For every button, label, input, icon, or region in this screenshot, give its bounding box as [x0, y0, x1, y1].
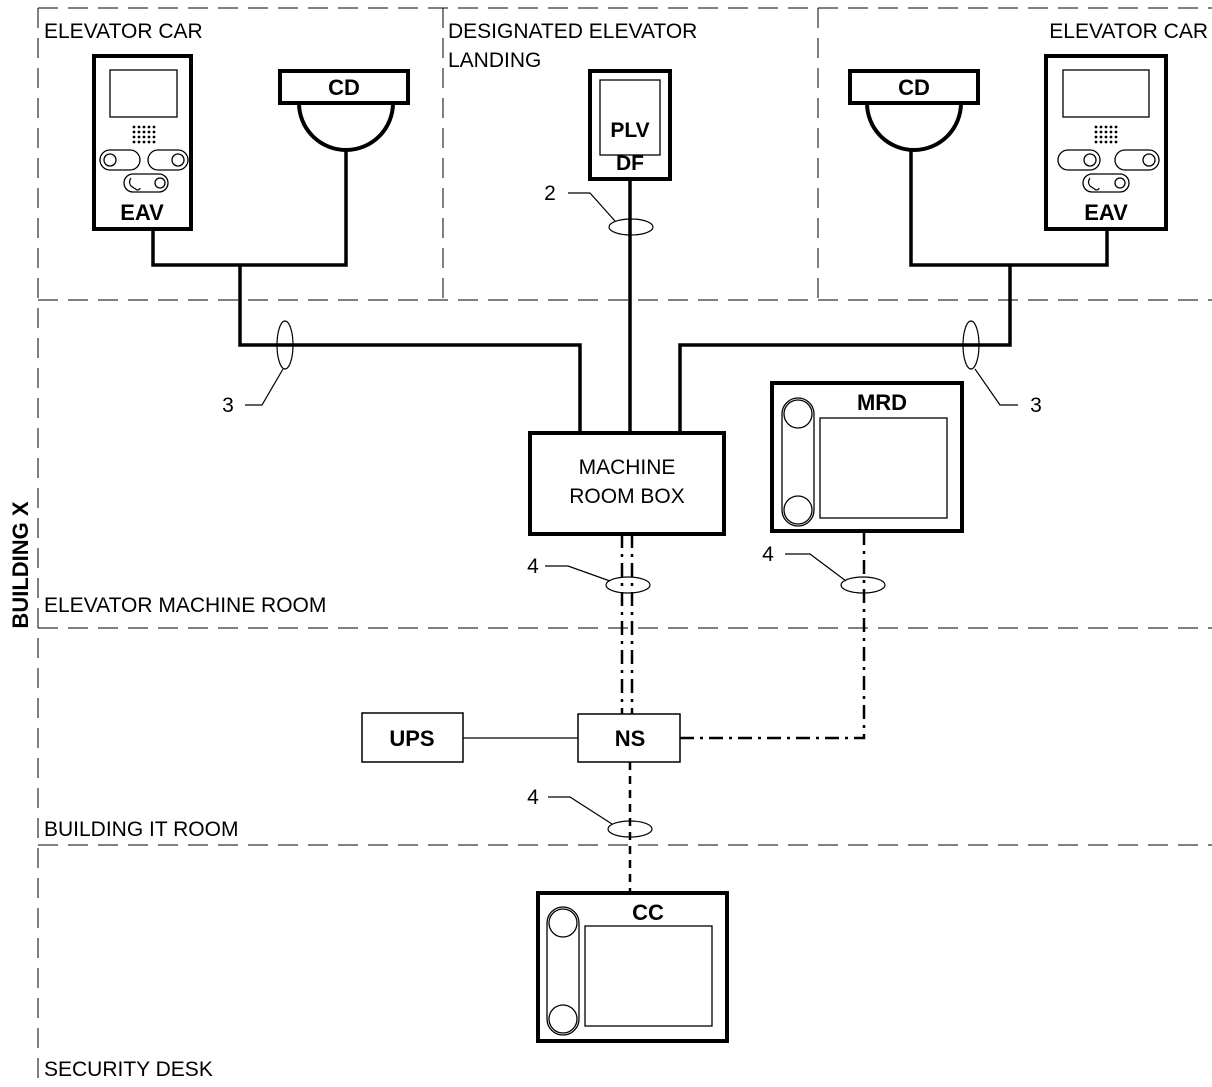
callout-number-4-ns: 4	[527, 786, 539, 809]
plv-label: PLV	[610, 119, 649, 142]
eav-right-device: EAV	[1044, 54, 1168, 231]
machine-room-box-line1: MACHINE	[579, 456, 676, 479]
cc-label: CC	[632, 900, 664, 925]
zone-label-it-room: BUILDING IT ROOM	[44, 818, 238, 841]
machine-room-box: MACHINE ROOM BOX	[528, 431, 726, 536]
zone-label-designated-landing-line2: LANDING	[448, 49, 541, 72]
zone-label-designated-landing-line1: DESIGNATED ELEVATOR	[448, 20, 697, 43]
cc-device: CC	[536, 891, 729, 1043]
df-label: DF	[616, 152, 644, 175]
handset-icon	[781, 397, 815, 527]
phone-handset-icon	[1087, 177, 1100, 191]
callout-number-3-left: 3	[222, 394, 234, 417]
eav-right-label: EAV	[1084, 200, 1128, 225]
ups-device: UPS	[361, 712, 464, 763]
ns-device: NS	[577, 713, 681, 763]
plv-df-device: PLV DF	[588, 69, 672, 181]
phone-handset-icon	[128, 177, 141, 191]
zone-boundaries	[37, 7, 1212, 1087]
cd-left-device: CD	[278, 69, 410, 152]
cable-callout-3-left: 3	[222, 320, 294, 417]
ups-label: UPS	[389, 726, 434, 751]
speaker-grille-icon	[132, 125, 156, 144]
zone-label-machine-room: ELEVATOR MACHINE ROOM	[44, 594, 326, 617]
eav-left-label: EAV	[120, 200, 164, 225]
cable-callout-3-right: 3	[962, 320, 1042, 417]
handset-icon	[546, 906, 580, 1036]
eav-left-device: EAV	[92, 54, 193, 231]
callout-number-4-mrd: 4	[762, 543, 774, 566]
callout-number-2: 2	[544, 182, 556, 205]
building-label: BUILDING X	[8, 501, 33, 628]
cable-callout-4-mrd: 4	[762, 543, 886, 594]
mrd-device: MRD	[770, 381, 964, 533]
wiring	[151, 151, 1109, 433]
machine-room-box-line2: ROOM BOX	[569, 485, 685, 508]
zone-label-elevator-car-left: ELEVATOR CAR	[44, 20, 203, 43]
speaker-grille-icon	[1094, 125, 1118, 144]
cd-right-device: CD	[848, 69, 980, 152]
network-links	[463, 531, 866, 892]
cable-callout-4-ns: 4	[527, 786, 653, 838]
cd-left-label: CD	[328, 75, 360, 100]
ns-label: NS	[615, 726, 646, 751]
cable-callout-4-mrb: 4	[527, 555, 651, 594]
callout-number-3-right: 3	[1030, 394, 1042, 417]
mrd-label: MRD	[857, 390, 907, 415]
callout-number-4-mrb: 4	[527, 555, 539, 578]
cd-right-label: CD	[898, 75, 930, 100]
zone-label-elevator-car-right: ELEVATOR CAR	[1049, 20, 1208, 43]
zone-label-security-desk: SECURITY DESK	[44, 1058, 213, 1081]
cable-callout-2: 2	[544, 182, 654, 236]
